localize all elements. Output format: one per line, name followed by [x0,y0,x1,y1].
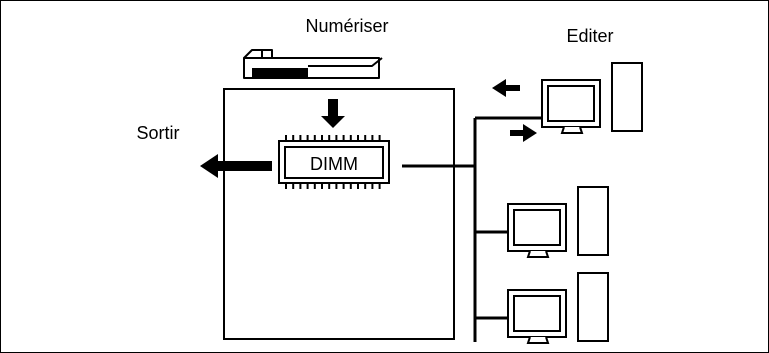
tower-case [577,186,609,256]
monitor-stand [560,126,584,134]
scan-down-arrow-icon [321,99,345,128]
edit-label: Editer [566,26,613,46]
computer-icon [507,272,609,344]
monitor-screen [513,209,561,246]
tower-case [611,62,643,132]
copier-body [223,88,455,340]
output-arrow-icon [200,154,272,178]
dimm-chip: DIMM [278,135,390,189]
computer-icon [541,62,643,134]
edit-left-arrow-icon [492,79,520,97]
scan-label: Numériser [305,16,388,36]
tower-case [577,272,609,342]
monitor-screen [547,85,595,122]
monitor-screen [513,295,561,332]
scanner-icon [243,49,383,79]
monitor-stand [526,250,550,258]
monitor-stand [526,336,550,344]
network-lines [402,116,545,342]
output-label: Sortir [136,123,179,143]
dimm-label: DIMM [310,154,358,174]
edit-right-arrow-icon [510,124,537,142]
computer-icon [507,186,609,258]
